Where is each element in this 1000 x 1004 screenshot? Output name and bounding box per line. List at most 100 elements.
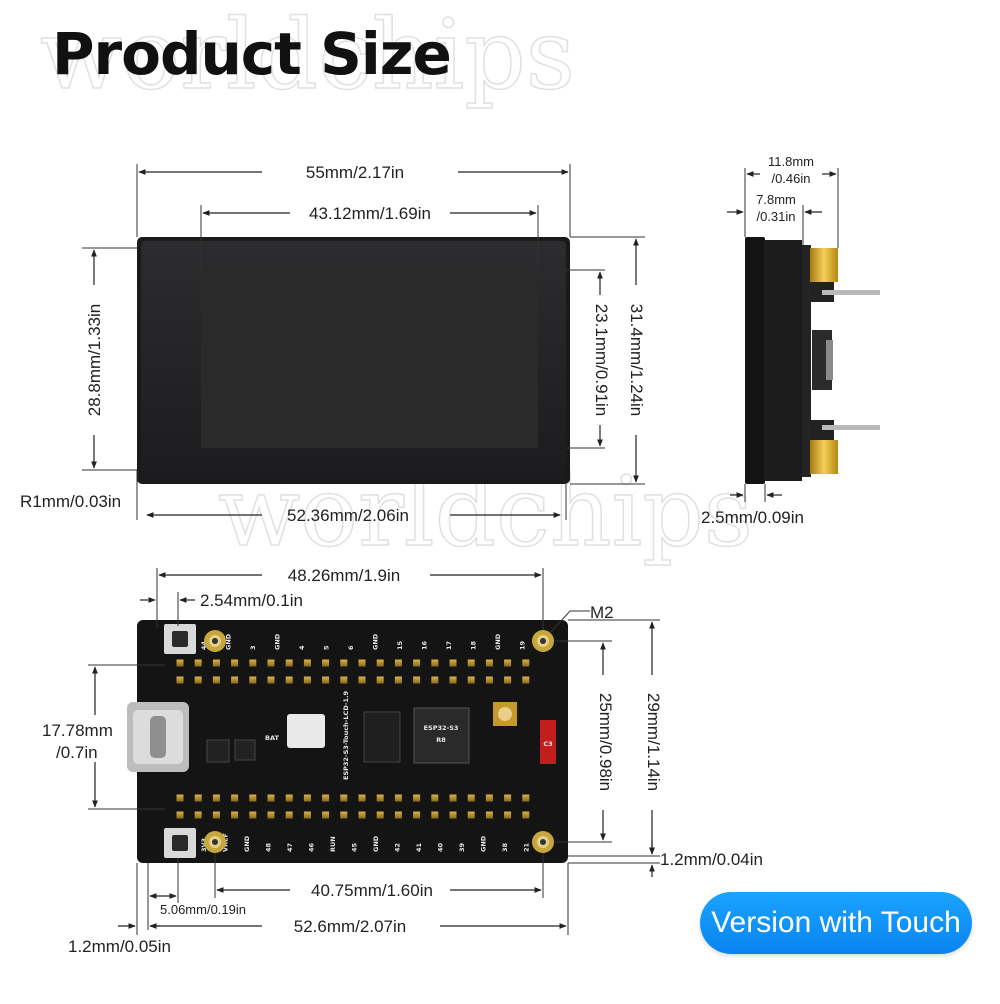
header-pin [413,676,421,684]
header-pin [522,794,530,802]
header-pin [267,659,275,667]
header-pin [340,794,348,802]
header-pin [467,676,475,684]
mount-hole-label: M2 [590,603,614,622]
header-pin [322,659,330,667]
bottom-pin-label: 39 [458,842,466,852]
header-pin [212,794,220,802]
bottom-pin-label: 48 [265,842,273,852]
top-pin-label: 17 [445,641,453,650]
bottom-pin-label: GND [372,835,380,852]
header-pin [303,811,311,819]
header-pin [358,676,366,684]
header-pin [285,794,293,802]
bottom-pin-label: 38 [501,842,509,852]
header-pin [431,794,439,802]
side-pin-bottom [822,425,880,430]
header-pin [358,811,366,819]
side-pcb [802,245,811,477]
header-pin [340,659,348,667]
bottom-pin-label: 46 [308,842,316,852]
header-pin [504,811,512,819]
screen-height-left-label: 28.8mm/1.33in [85,304,104,416]
c3-component [540,720,556,764]
header-pin [467,811,475,819]
bottom-pin-label: GND [243,835,251,852]
screen-active-area [201,270,538,448]
header-pin [194,659,202,667]
header-pin [340,676,348,684]
header-pin [249,794,257,802]
screen-width-active-label: 43.12mm/1.69in [309,204,431,223]
esp32-chip-sub: R8 [436,736,446,744]
board-dimensions: 48.26mm/1.9in 2.54mm/0.1in M2 17.78mm /0… [42,566,763,956]
header-pin [231,794,239,802]
board-height-label: 29mm/1.14in [644,693,663,791]
top-pin-label: 18 [470,640,478,650]
pcb-board [137,620,568,863]
top-pin-label: GND [372,633,380,650]
watermark-top: worldchips [40,0,575,111]
bottom-pin-label: 21 [523,842,531,852]
header-pin [249,676,257,684]
battery-connector [287,714,325,748]
bottom-pin-label: 41 [415,842,423,852]
top-pin-label: 19 [519,640,527,650]
screen-width-bottom-label: 52.36mm/2.06in [287,506,409,525]
top-pin-label: GND [494,633,502,650]
usb-spacing-a: 17.78mm [42,721,113,740]
board-width-total-label: 52.6mm/2.07in [294,917,406,936]
side-glass [745,237,765,484]
edge-bottom-label: 1.2mm/0.04in [660,850,763,869]
header-pin [394,676,402,684]
bottom-pin-label: 42 [394,843,402,852]
top-pin-label: 3 [249,645,257,650]
screen-height-active-label: 23.1mm/0.91in [592,304,611,416]
header-pin [322,811,330,819]
hole-span-v-label: 25mm/0.98in [596,693,615,791]
header-pin [449,811,457,819]
mount-hole-tl [204,630,226,652]
header-pin [449,676,457,684]
header-pin [504,794,512,802]
version-badge: Version with Touch [700,892,972,954]
header-pin [285,659,293,667]
side-depth-body-b: /0.31in [756,209,795,224]
header-pin [431,676,439,684]
header-pin [431,811,439,819]
bottom-pin-label: 47 [286,843,294,852]
bottom-pin-label: 45 [351,842,359,852]
header-pin [212,659,220,667]
header-pin [376,811,384,819]
header-pin [504,659,512,667]
header-pin [394,794,402,802]
pin-pitch-label: 2.54mm/0.1in [200,591,303,610]
header-pin [267,794,275,802]
header-pin [358,659,366,667]
bottom-pin-label: RUN [329,836,337,852]
header-pin [267,811,275,819]
usb-spacing-b: /0.7in [56,743,98,762]
header-pin [285,811,293,819]
top-pin-label: GND [274,633,282,650]
top-pin-label: 6 [347,645,355,650]
side-depth-total-a: 11.8mm [768,154,814,169]
header-pin [231,659,239,667]
mount-hole-bl [204,831,226,853]
header-pin [504,676,512,684]
header-pin [376,794,384,802]
screen-dimensions: 55mm/2.17in 43.12mm/1.69in 28.8mm/1.33in… [20,163,646,525]
header-pin [231,676,239,684]
side-view [745,237,880,484]
top-pin-label: 44 [200,640,208,650]
header-pin [413,659,421,667]
header-pin [485,659,493,667]
bottom-pin-label: GND [480,835,488,852]
charge-ic [234,739,256,761]
header-pin [522,811,530,819]
esp32-chip [413,707,470,764]
header-pin [431,659,439,667]
power-ic [206,739,230,763]
header-pin [176,659,184,667]
